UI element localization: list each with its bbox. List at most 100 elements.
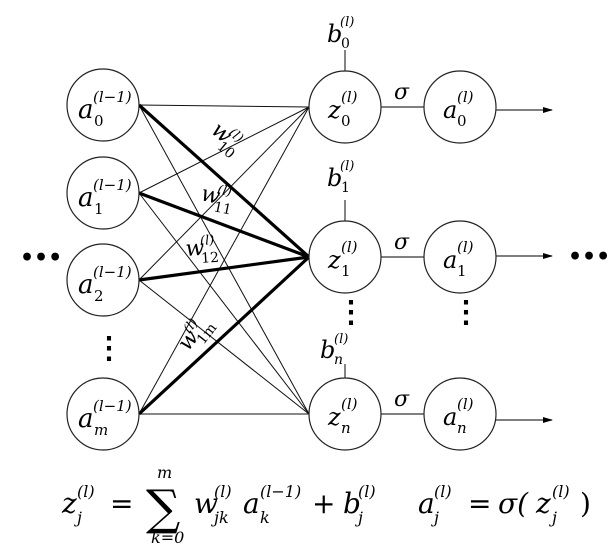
bias-label-b1: b 1 (l) (327, 159, 354, 196)
svg-text:(l): (l) (457, 238, 474, 256)
svg-text:(l): (l) (77, 482, 95, 501)
svg-text:0: 0 (457, 112, 467, 130)
weight-edges (138, 104, 310, 415)
edge-a1-z1 (138, 191, 310, 259)
svg-text:2: 2 (94, 287, 104, 305)
input-layer-vertical-ellipsis: ⋮ (94, 331, 124, 366)
svg-text:a: a (78, 95, 94, 125)
svg-text:(l): (l) (358, 482, 376, 501)
bias-label-b0: b 0 (l) (327, 15, 354, 52)
output-node-a0: a 0 (l) (423, 70, 497, 144)
svg-text:a: a (243, 487, 260, 520)
svg-text:(l): (l) (552, 482, 570, 501)
svg-text:(l−1): (l−1) (260, 482, 301, 501)
svg-text:b: b (327, 20, 342, 48)
svg-text:j: j (549, 508, 557, 527)
edge-a1-zn (138, 192, 310, 415)
svg-text:b: b (327, 164, 342, 192)
svg-text:b: b (320, 336, 335, 364)
svg-text:(l): (l) (340, 15, 354, 30)
svg-text:+: + (312, 487, 335, 520)
output-node-a1: a 1 (l) (423, 220, 497, 294)
svg-text:=: = (110, 487, 133, 520)
svg-text:k=0: k=0 (151, 528, 184, 547)
svg-text:z: z (327, 403, 341, 431)
svg-text:a: a (78, 404, 94, 434)
svg-text:(l−1): (l−1) (93, 176, 132, 194)
svg-text:m: m (94, 421, 108, 439)
svg-text:(l): (l) (340, 159, 354, 174)
svg-text:0: 0 (341, 36, 350, 52)
svg-text:(l): (l) (341, 395, 358, 413)
edge-am-z1 (137, 255, 311, 416)
svg-text:j: j (431, 508, 439, 527)
svg-text:n: n (341, 419, 351, 437)
right-ellipsis: ••• (568, 244, 610, 270)
formula-activation: a j (l) = σ( z j (l) ) (418, 482, 591, 527)
svg-text:(l): (l) (457, 395, 474, 413)
svg-text:=: = (468, 487, 491, 520)
weight-label-w12: w 12 (l) (185, 233, 220, 267)
svg-text:(l): (l) (216, 183, 233, 201)
input-node-a2: a 2 (l−1) (66, 243, 140, 317)
weight-label-w11: w 11 (l) (199, 181, 233, 218)
svg-text:a: a (78, 270, 94, 300)
svg-text:1: 1 (341, 262, 351, 280)
svg-text:0: 0 (94, 112, 104, 130)
formula-preactivation: z j (l) = ∑ m k=0 w jk (l) a k (l−1) + b… (61, 463, 376, 547)
input-node-a1: a 1 (l−1) (66, 156, 140, 230)
svg-text:a: a (443, 403, 457, 431)
svg-text:w: w (199, 181, 223, 209)
svg-text:n: n (334, 352, 343, 368)
weight-label-w1m: w 1m (l) (173, 316, 220, 356)
svg-text:1: 1 (457, 262, 467, 280)
svg-text:(l−1): (l−1) (93, 263, 132, 281)
svg-text:12: 12 (201, 250, 220, 267)
edge-a2-z1 (138, 255, 310, 282)
edge-a0-z1 (137, 103, 311, 259)
svg-text:σ(: σ( (498, 487, 529, 520)
svg-text:(l−1): (l−1) (93, 88, 132, 106)
preactivation-node-z1: z 1 (l) (308, 220, 382, 294)
edge-a1-z0 (138, 106, 310, 194)
svg-text:1: 1 (341, 180, 350, 196)
svg-text:w: w (194, 487, 218, 520)
svg-text:a: a (443, 96, 457, 124)
svg-text:(l): (l) (434, 482, 452, 501)
svg-text:j: j (74, 508, 82, 527)
svg-text:0: 0 (341, 112, 351, 130)
input-node-a0: a 0 (l−1) (66, 68, 140, 142)
svg-text:b: b (343, 487, 361, 520)
output-vertical-ellipsis: ⋮ (451, 295, 481, 330)
svg-text:): ) (580, 487, 591, 520)
svg-text:z: z (327, 246, 341, 274)
preactivation-node-zn: z n (l) (308, 377, 382, 451)
edge-a2-zn (138, 279, 310, 415)
output-node-an: a n (l) (423, 377, 497, 451)
left-ellipsis: ••• (20, 245, 62, 271)
preactivation-vertical-ellipsis: ⋮ (336, 295, 366, 330)
svg-text:1: 1 (94, 200, 104, 218)
svg-text:(l−1): (l−1) (93, 397, 132, 415)
preactivation-node-z0: z 0 (l) (308, 70, 382, 144)
svg-text:k: k (260, 508, 270, 527)
svg-text:z: z (327, 96, 341, 124)
svg-text:11: 11 (212, 199, 233, 218)
svg-text:w: w (185, 236, 206, 262)
svg-text:z: z (61, 487, 77, 520)
svg-text:j: j (355, 508, 363, 527)
highlighted-weight-edges (137, 103, 311, 416)
edge-am-z0 (138, 106, 310, 415)
svg-text:a: a (443, 246, 457, 274)
input-node-am: a m (l−1) (66, 377, 140, 451)
edge-a2-z0 (138, 106, 310, 281)
svg-text:(l): (l) (457, 88, 474, 106)
svg-text:(l): (l) (341, 88, 358, 106)
activation-label-0: σ (394, 80, 410, 105)
svg-text:(l): (l) (334, 332, 348, 347)
activation-label-1: σ (394, 230, 410, 255)
svg-text:a: a (418, 487, 435, 520)
edge-a0-z0 (138, 104, 310, 108)
